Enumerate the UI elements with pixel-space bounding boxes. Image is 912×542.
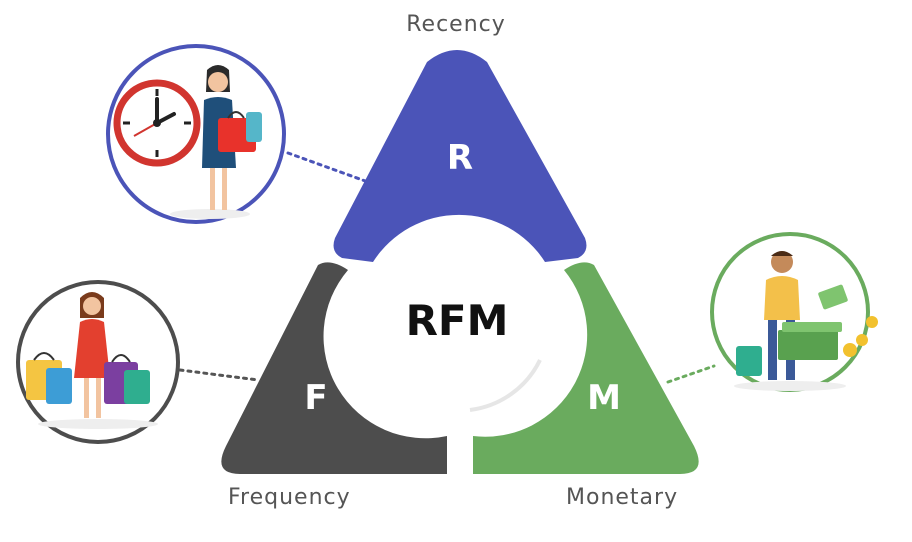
woman-figure <box>74 292 110 418</box>
clock-icon <box>113 79 201 167</box>
woman-figure <box>202 65 262 210</box>
center-label: RFM <box>405 296 509 345</box>
monetary-letter: M <box>587 378 621 418</box>
recency-letter: R <box>446 138 474 178</box>
frequency-segment <box>221 262 447 474</box>
center-circle-shadow <box>469 359 542 412</box>
frequency-illustration <box>16 280 180 444</box>
money-stack-icon <box>736 284 878 376</box>
frequency-connector <box>178 368 260 382</box>
recency-segment <box>333 50 587 262</box>
shopping-bags-icon <box>26 352 150 404</box>
monetary-connector <box>666 364 716 384</box>
frequency-letter: F <box>304 378 328 418</box>
recency-connector <box>286 151 370 184</box>
monetary-label: Monetary <box>566 485 679 510</box>
monetary-segment <box>473 262 699 474</box>
recency-label: Recency <box>406 12 506 37</box>
frequency-label: Frequency <box>228 485 351 510</box>
recency-illustration <box>106 44 286 224</box>
monetary-illustration <box>710 232 878 392</box>
center-circle <box>356 230 556 430</box>
